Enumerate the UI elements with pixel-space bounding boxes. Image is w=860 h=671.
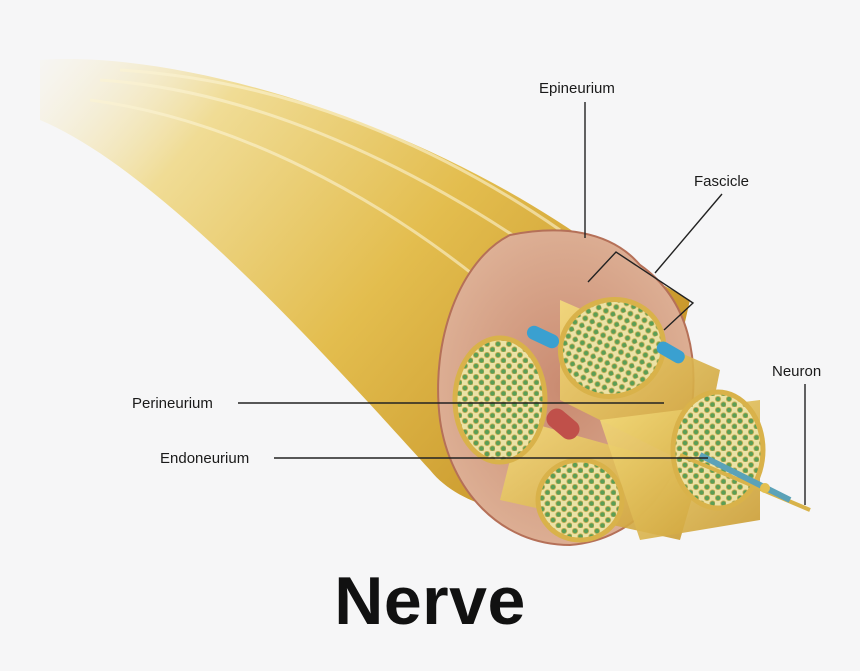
blood-vessels [526,325,685,440]
label-neuron: Neuron [772,363,821,380]
label-epineurium: Epineurium [539,80,615,97]
neuron-strand [679,452,811,512]
nerve-trunk-streaks [89,68,561,282]
diagram-title: Nerve [334,563,526,639]
label-endoneurium: Endoneurium [160,450,249,467]
label-perineurium: Perineurium [132,395,213,412]
leader-lines [238,102,806,505]
label-fascicle: Fascicle [694,173,749,190]
